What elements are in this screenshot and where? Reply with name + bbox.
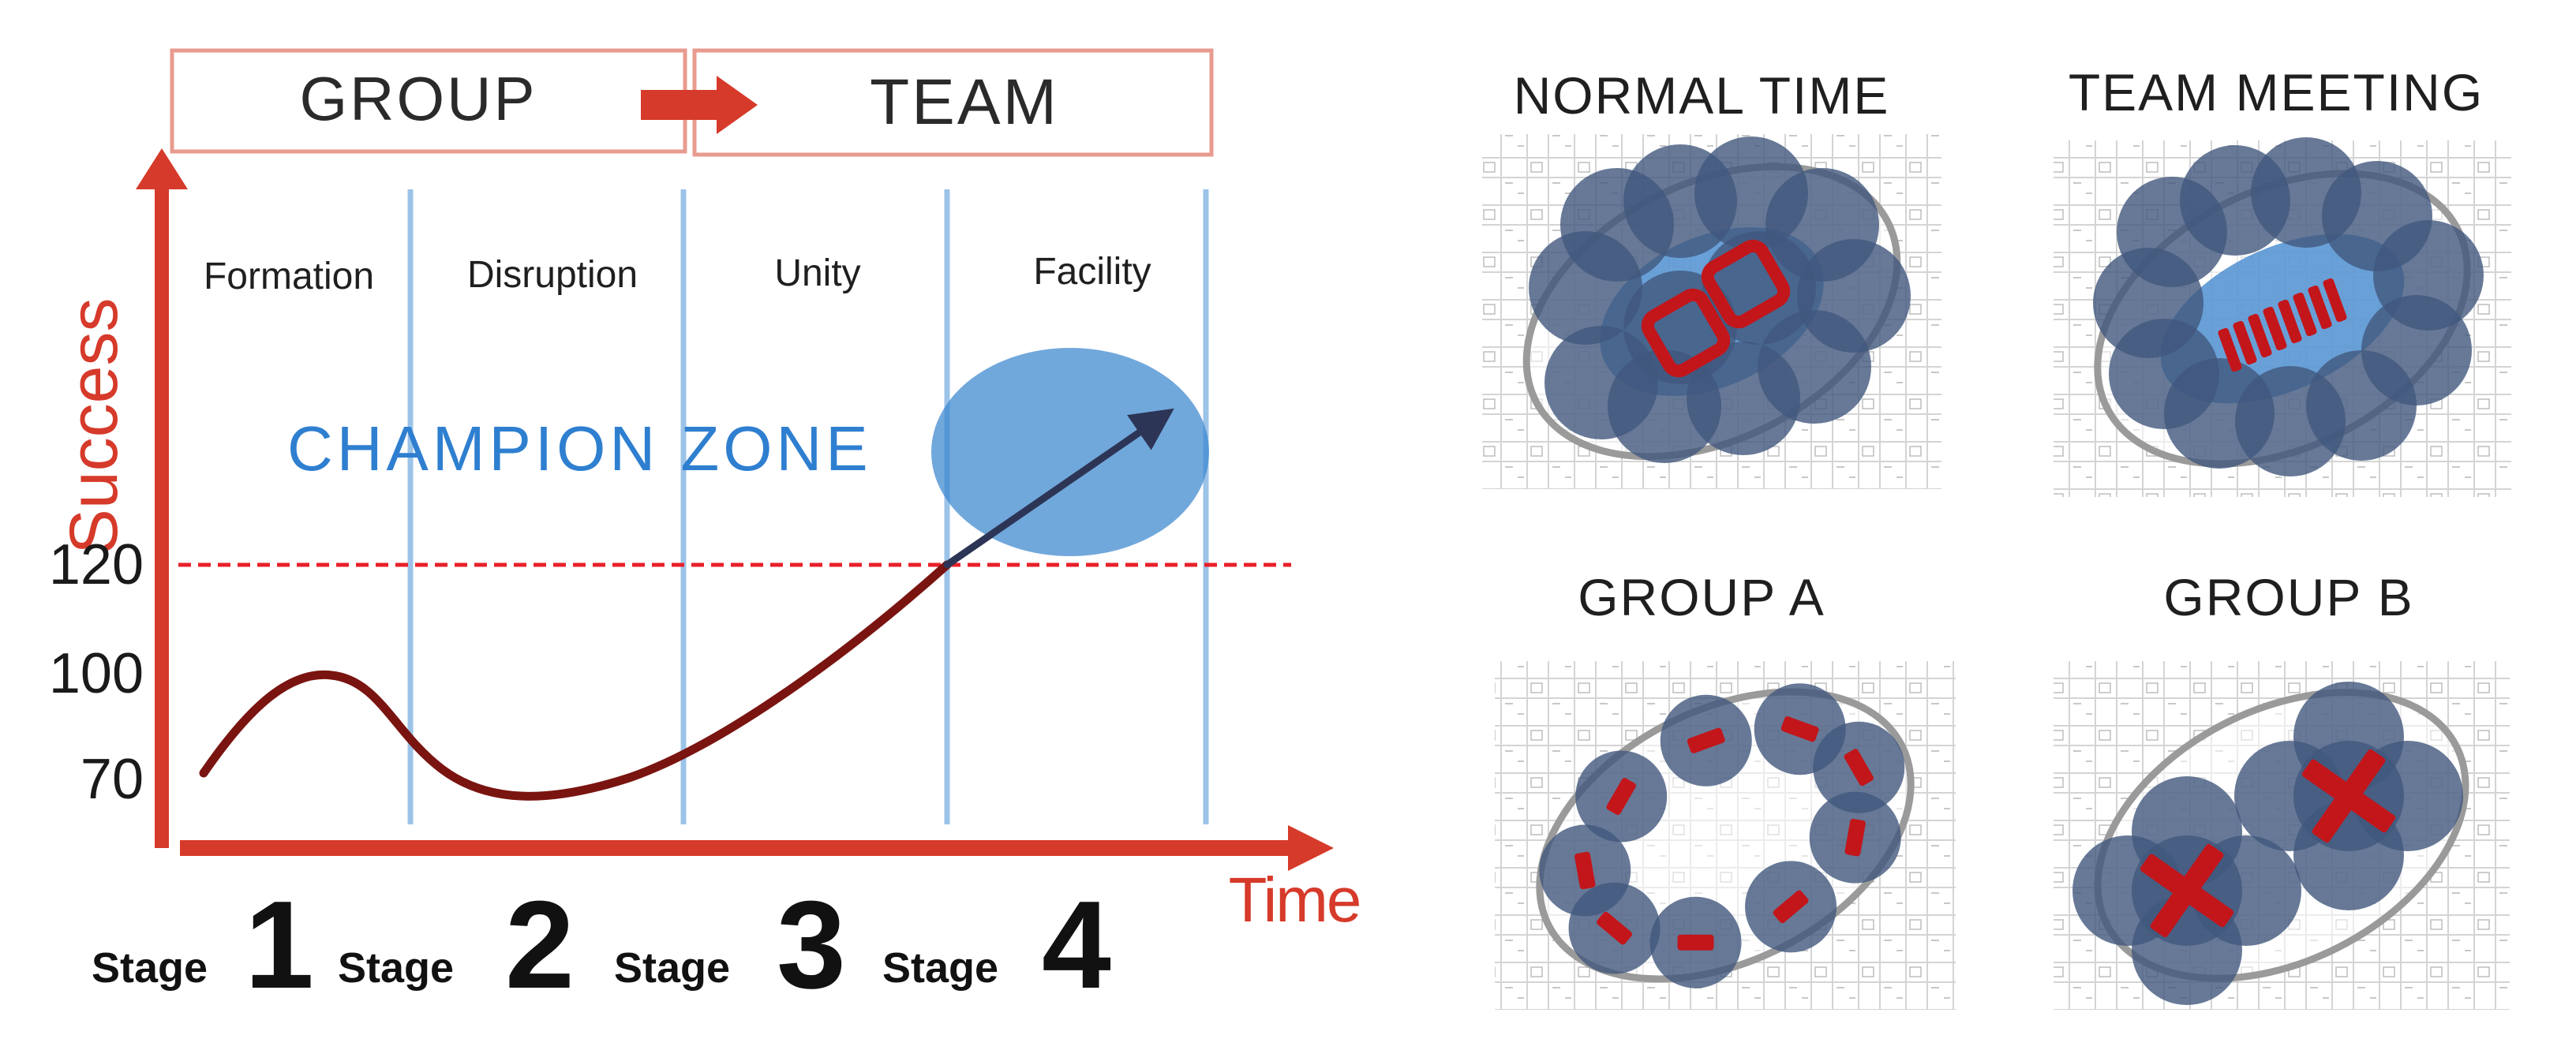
stage-3-number: 3 [777, 876, 846, 1015]
y-axis-arrowhead-icon [136, 148, 188, 189]
phase-arrow-icon [641, 76, 758, 134]
seat-marker [2278, 299, 2302, 344]
seat-marker [2248, 313, 2272, 358]
group-phase-box [170, 48, 687, 154]
group-phase-label: GROUP [299, 64, 537, 133]
seat-marker [1687, 727, 1725, 753]
stage-3-word: Stage [614, 944, 730, 992]
stage-2-word: Stage [338, 944, 454, 992]
person-circle [1544, 326, 1658, 439]
seat-marker [2293, 292, 2317, 337]
stage-4-word: Stage [882, 944, 998, 992]
stage-1-number: 1 [245, 876, 314, 1015]
x-axis-label: Time [1229, 865, 1361, 935]
team-phase-label: TEAM [870, 66, 1059, 138]
panel-group-a [1495, 661, 1956, 1010]
seat-marker [1677, 934, 1714, 951]
y-axis-label: Success [56, 297, 132, 554]
stage-name-formation: Formation [204, 256, 374, 297]
seat-marker [1844, 818, 1866, 857]
team-phase-box [692, 48, 1214, 157]
stage-1-word: Stage [92, 944, 208, 992]
x-axis-arrowhead-icon [1288, 825, 1334, 871]
seat-marker [1773, 890, 1809, 924]
y-tick-70: 70 [80, 748, 144, 811]
seat-marker [1844, 749, 1874, 787]
stage-name-unity: Unity [774, 252, 860, 294]
seat-marker [2323, 278, 2347, 323]
formation-panels: NORMAL TIME TEAM MEETING GROUP A GROUP B [1482, 63, 2511, 1010]
panel-normal-time [1482, 134, 1941, 489]
y-tick-100: 100 [49, 642, 144, 705]
success-curve [199, 560, 952, 801]
stage-4-number: 4 [1042, 876, 1111, 1015]
panel-title-group-b: GROUP B [2163, 568, 2413, 626]
y-tick-120: 120 [49, 533, 144, 596]
champion-zone-ellipse [931, 348, 1209, 556]
infinity-seating-loop-left [1641, 288, 1731, 378]
seat-marker [2150, 843, 2224, 938]
panel-team-meeting [2054, 137, 2511, 497]
champion-zone-label: CHAMPION ZONE [287, 413, 872, 484]
seat-marker [2233, 320, 2257, 365]
seat-marker [2312, 749, 2386, 843]
panel-title-normal-time: NORMAL TIME [1514, 66, 1890, 125]
person-circle [2109, 319, 2219, 429]
seat-marker [1780, 716, 1819, 742]
seat-marker [2218, 327, 2242, 372]
panel-title-group-a: GROUP A [1578, 568, 1825, 626]
stage-name-disruption: Disruption [467, 254, 638, 296]
success-arrow [943, 408, 1174, 569]
panel-group-b [2054, 661, 2510, 1010]
stage-2-number: 2 [505, 876, 575, 1015]
infinity-seating-loop-right [1701, 239, 1791, 329]
team-development-chart: GROUP TEAM Formation Disruption Unity Fa… [49, 48, 1361, 1015]
panel-title-team-meeting: TEAM MEETING [2069, 63, 2484, 121]
seat-marker [2263, 306, 2287, 351]
seat-marker [2308, 285, 2332, 330]
seat-marker [1574, 851, 1596, 890]
seat-marker [1606, 778, 1636, 815]
seat-marker [1597, 911, 1632, 945]
stage-name-facility: Facility [1033, 251, 1151, 293]
